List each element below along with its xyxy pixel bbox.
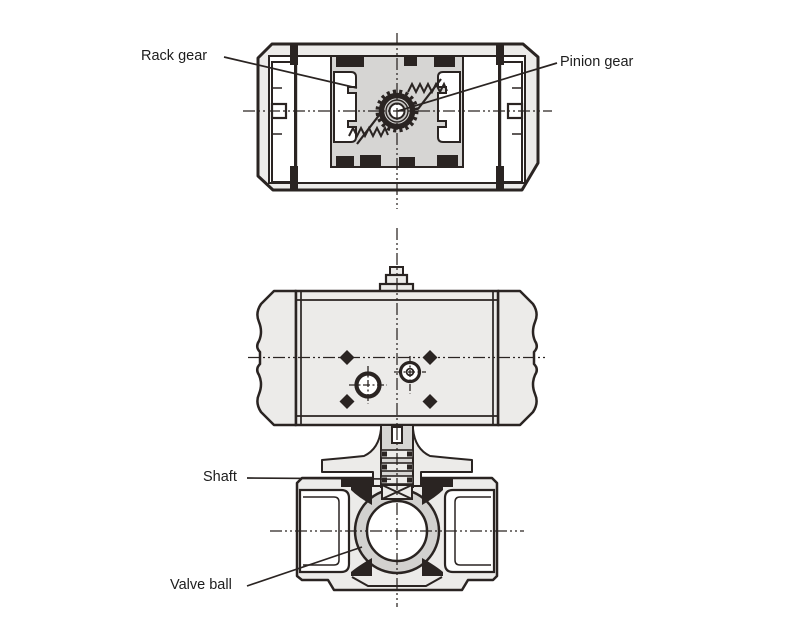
leader-line-pinion-gear bbox=[397, 62, 558, 112]
end-cap-right bbox=[496, 289, 538, 427]
leader-line-rack-gear bbox=[223, 56, 358, 89]
leader-line-valve-ball bbox=[246, 546, 363, 587]
spring-top-right bbox=[407, 81, 448, 95]
mounting-hole-right bbox=[394, 356, 426, 394]
valve-seats bbox=[351, 486, 443, 576]
rack-pocket-right bbox=[437, 71, 461, 143]
label-shaft: Shaft bbox=[203, 469, 237, 485]
bracket-wing-right bbox=[412, 428, 473, 487]
label-pinion-gear: Pinion gear bbox=[560, 54, 634, 70]
spring-bottom-left bbox=[348, 125, 389, 139]
bracket-wing-left bbox=[321, 428, 382, 487]
actuator-valve-front-view bbox=[248, 228, 545, 607]
label-valve-ball: Valve ball bbox=[170, 577, 232, 593]
rack-pocket-left bbox=[333, 71, 357, 143]
piston-left bbox=[270, 61, 296, 183]
leader-line-shaft bbox=[246, 477, 392, 480]
bore-walls bbox=[294, 45, 502, 190]
flange-seal-left bbox=[341, 479, 373, 487]
piston-right bbox=[498, 61, 524, 183]
mounting-hole-left bbox=[349, 366, 387, 404]
flange-seal-right bbox=[421, 479, 453, 487]
actuator-cross-section-view bbox=[243, 33, 552, 209]
label-rack-gear: Rack gear bbox=[141, 48, 208, 64]
valve-port-right bbox=[443, 488, 496, 574]
